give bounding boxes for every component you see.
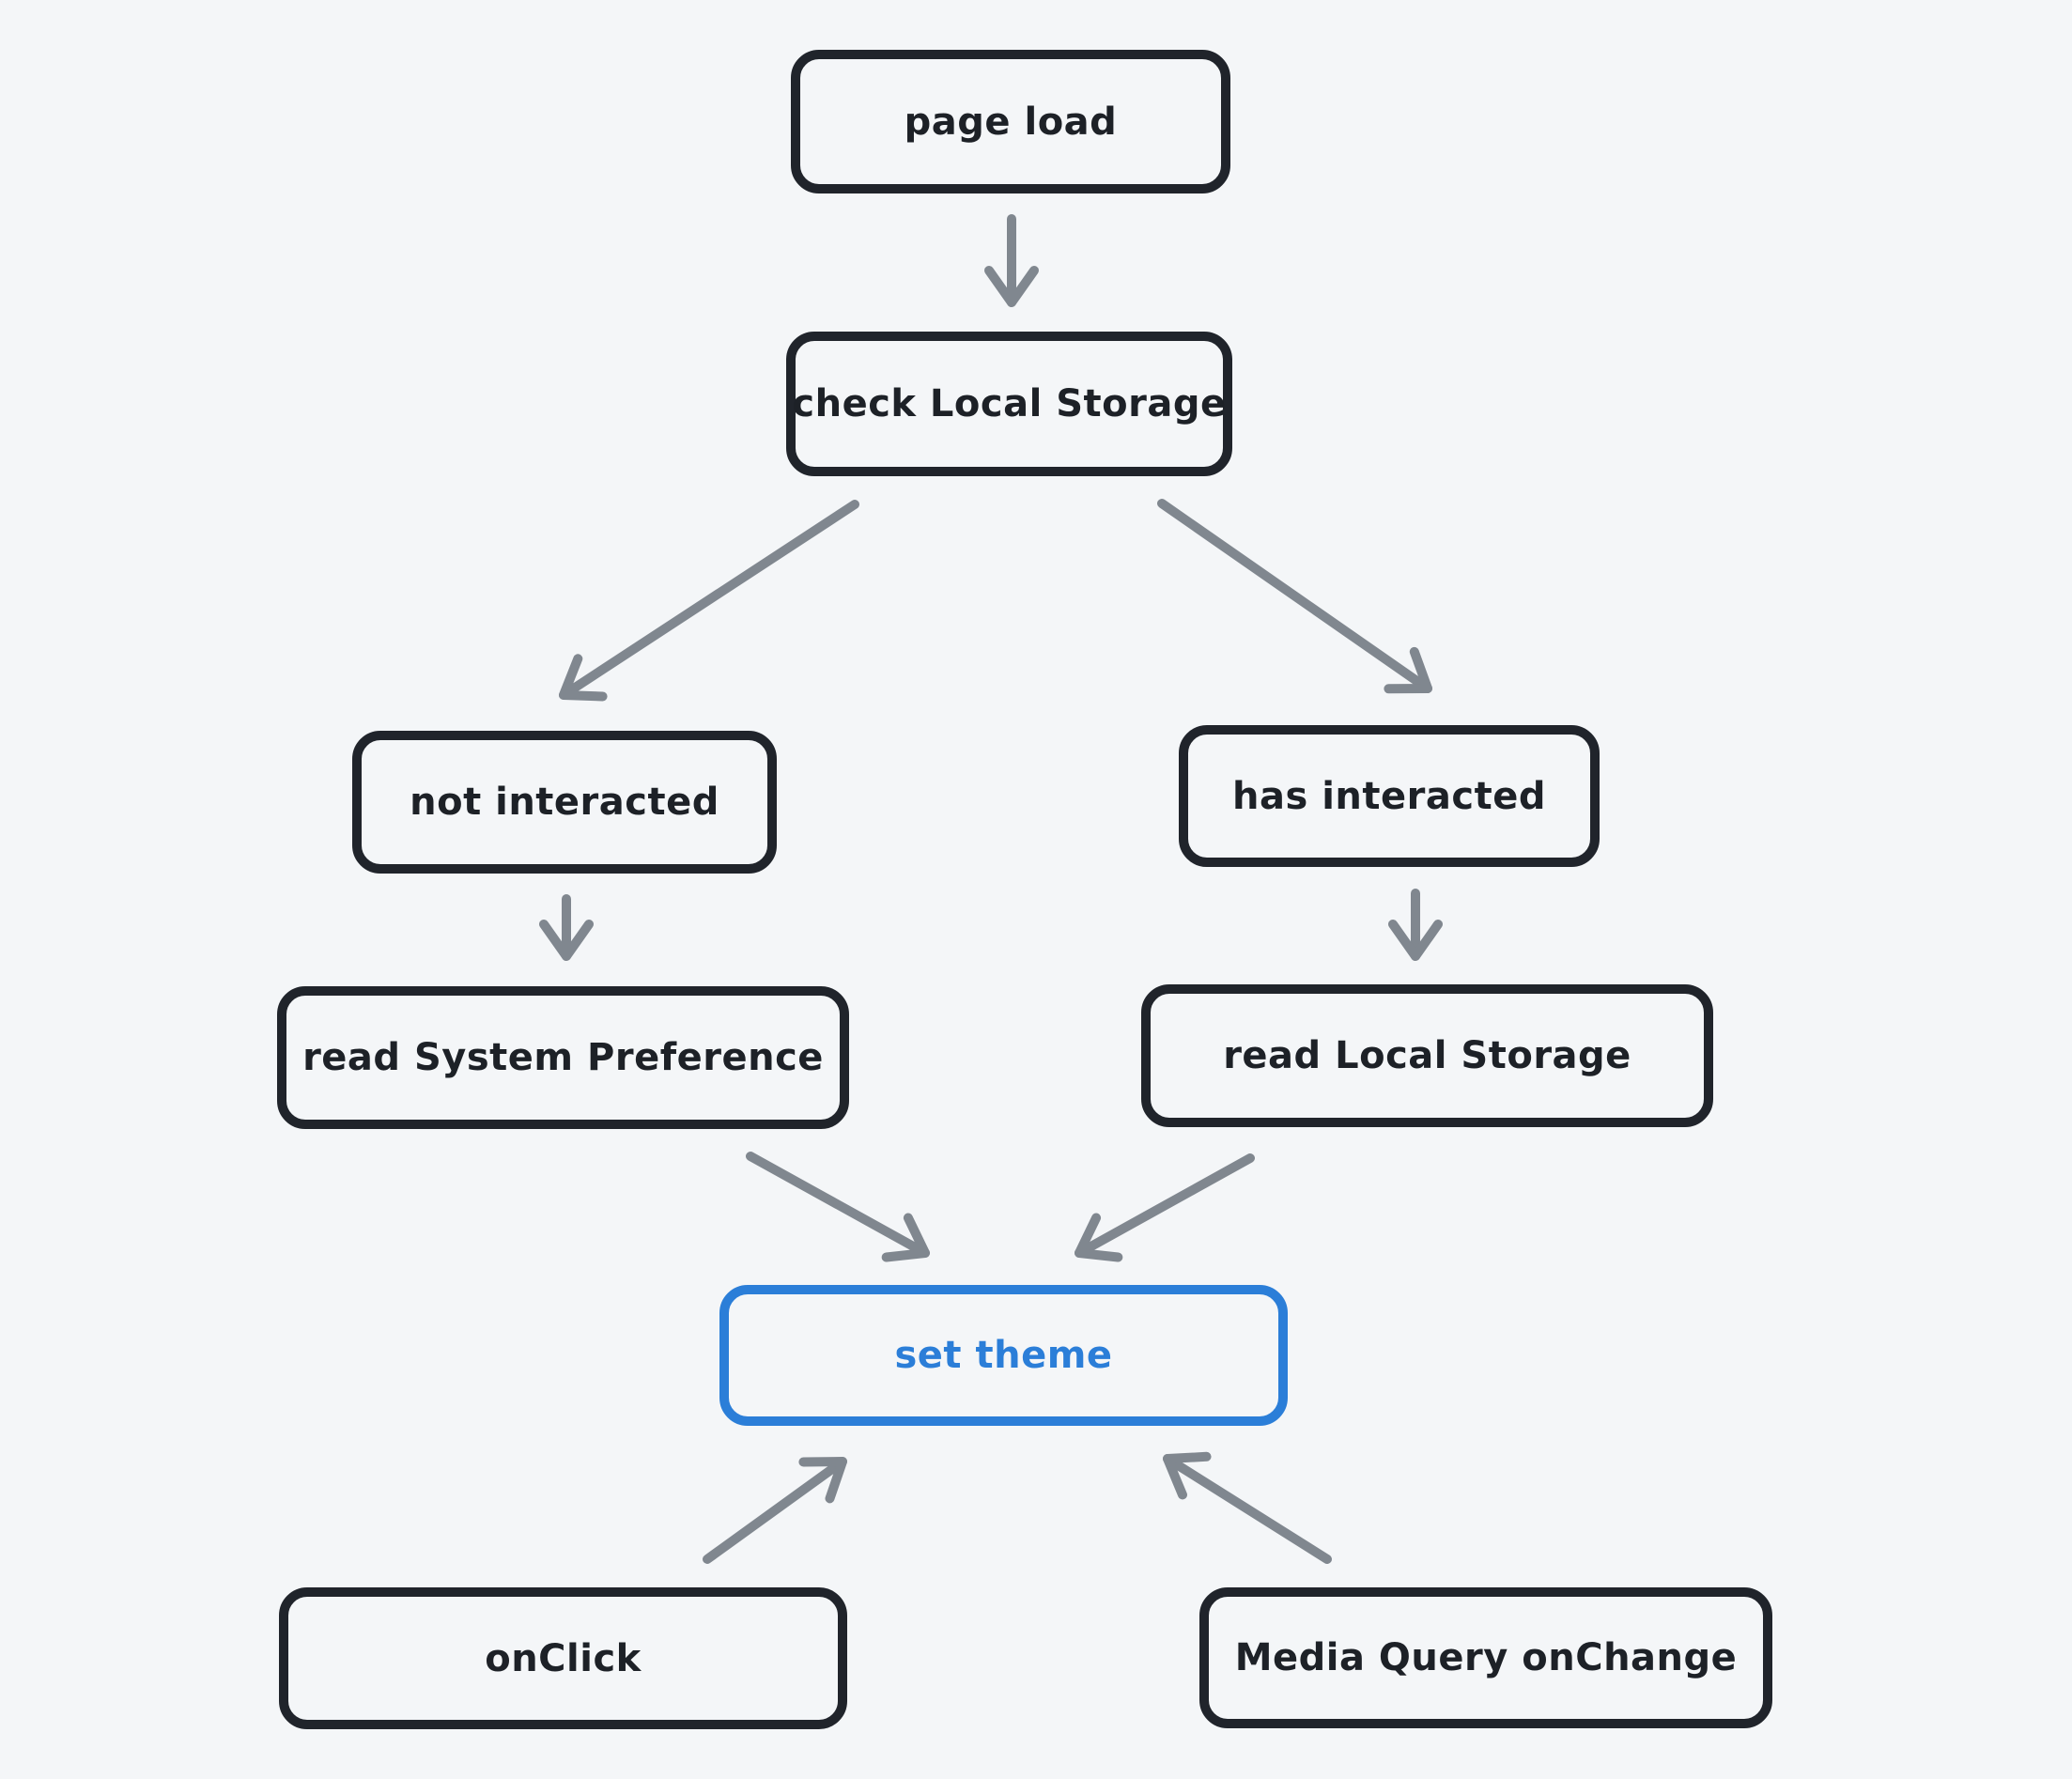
arrow-check-local-storage-to-not-interacted[interactable] (559, 500, 859, 702)
node-read-system-preference-label: read System Preference (302, 1036, 824, 1079)
node-onclick-label: onClick (485, 1636, 642, 1680)
node-read-system-preference[interactable]: read System Preference (277, 986, 849, 1129)
arrow-check-local-storage-to-has-interacted[interactable] (1157, 499, 1432, 694)
arrow-media-query-onchange-to-set-theme[interactable] (1163, 1451, 1332, 1564)
node-not-interacted-label: not interacted (410, 781, 719, 824)
node-has-interacted-label: has interacted (1232, 774, 1546, 818)
node-has-interacted[interactable]: has interacted (1179, 725, 1600, 867)
node-set-theme-label: set theme (894, 1334, 1113, 1377)
arrow-onclick-to-set-theme[interactable] (703, 1457, 847, 1564)
node-read-local-storage[interactable]: read Local Storage (1141, 984, 1713, 1127)
arrow-read-local-storage-to-set-theme[interactable] (1075, 1153, 1255, 1262)
arrow-read-system-preference-to-set-theme[interactable] (746, 1152, 930, 1262)
node-check-local-storage-label: check Local Storage (792, 382, 1227, 425)
node-media-query-onchange[interactable]: Media Query onChange (1199, 1587, 1772, 1728)
node-onclick[interactable]: onClick (279, 1587, 847, 1729)
node-read-local-storage-label: read Local Storage (1223, 1034, 1631, 1077)
node-set-theme[interactable]: set theme (719, 1285, 1288, 1426)
node-check-local-storage[interactable]: check Local Storage (786, 332, 1232, 476)
node-page-load[interactable]: page load (791, 50, 1230, 193)
node-page-load-label: page load (904, 100, 1118, 144)
node-media-query-onchange-label: Media Query onChange (1234, 1636, 1738, 1679)
node-not-interacted[interactable]: not interacted (352, 731, 777, 874)
